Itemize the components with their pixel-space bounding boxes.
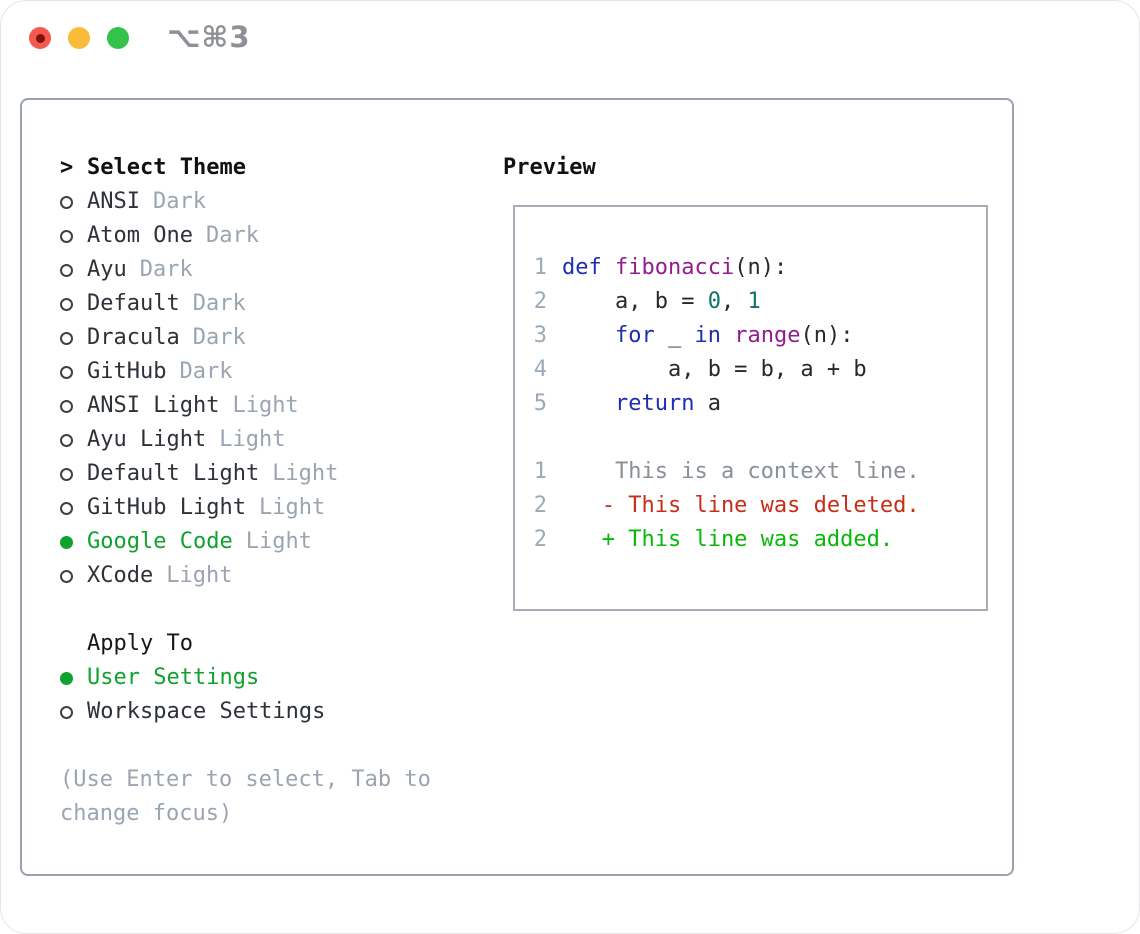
theme-selector-panel: > Select Theme ANSI Dark Atom One Dark A… <box>20 98 1014 876</box>
window-shortcut-label: ⌥⌘3 <box>167 20 251 54</box>
radio-selected-icon <box>60 671 87 685</box>
spacer-row <box>60 593 431 627</box>
spacer-row <box>533 421 986 455</box>
theme-option-xcode-light[interactable]: XCode Light <box>60 559 431 593</box>
radio-icon <box>60 229 87 243</box>
preview-title: Preview <box>503 155 596 180</box>
radio-icon <box>60 467 87 481</box>
radio-icon <box>60 569 87 583</box>
prompt-arrow-icon: > <box>60 155 74 180</box>
help-text-line-2: change focus) <box>60 801 233 826</box>
radio-icon <box>60 365 87 379</box>
code-line: 5 return a <box>533 391 721 416</box>
radio-icon <box>60 195 87 209</box>
radio-icon <box>60 331 87 345</box>
radio-icon <box>60 705 87 719</box>
apply-option-user-settings[interactable]: User Settings <box>60 661 431 695</box>
traffic-lights <box>29 27 129 49</box>
theme-option-ayu-light[interactable]: Ayu Light Light <box>60 423 431 457</box>
radio-icon <box>60 501 87 515</box>
code-line: 4 a, b = b, a + b <box>533 357 867 382</box>
theme-option-default-light[interactable]: Default Light Light <box>60 457 431 491</box>
spacer-row <box>60 729 431 763</box>
select-theme-header: > Select Theme <box>60 151 431 185</box>
theme-option-ayu-dark[interactable]: Ayu Dark <box>60 253 431 287</box>
radio-selected-icon <box>60 535 87 549</box>
diff-added-line: 2 + This line was added. <box>533 527 894 552</box>
apply-to-title: Apply To <box>87 631 193 656</box>
radio-icon <box>60 297 87 311</box>
code-line: 1 def fibonacci(n): <box>533 255 788 280</box>
apply-option-workspace-settings[interactable]: Workspace Settings <box>60 695 431 729</box>
theme-option-dracula-dark[interactable]: Dracula Dark <box>60 321 431 355</box>
theme-list: > Select Theme ANSI Dark Atom One Dark A… <box>60 151 431 831</box>
radio-icon <box>60 433 87 447</box>
theme-option-google-code-light[interactable]: Google Code Light <box>60 525 431 559</box>
theme-option-github-dark[interactable]: GitHub Dark <box>60 355 431 389</box>
apply-to-header: Apply To <box>60 627 431 661</box>
select-theme-title: Select Theme <box>87 155 246 180</box>
radio-icon <box>60 263 87 277</box>
theme-option-default-dark[interactable]: Default Dark <box>60 287 431 321</box>
theme-option-ansi-light[interactable]: ANSI Light Light <box>60 389 431 423</box>
close-dot-icon <box>35 33 45 43</box>
code-line: 3 for _ in range(n): <box>533 323 854 348</box>
diff-context-line: 1 This is a context line. <box>533 459 920 484</box>
close-button-icon[interactable] <box>29 27 51 49</box>
zoom-button-icon[interactable] <box>107 27 129 49</box>
preview-box: 1 def fibonacci(n): 2 a, b = 0, 1 3 for … <box>513 205 988 611</box>
code-line: 2 a, b = 0, 1 <box>533 289 761 314</box>
help-text-line-1: (Use Enter to select, Tab to <box>60 767 431 792</box>
theme-option-atom-one-dark[interactable]: Atom One Dark <box>60 219 431 253</box>
minimize-button-icon[interactable] <box>68 27 90 49</box>
diff-deleted-line: 2 - This line was deleted. <box>533 493 920 518</box>
radio-icon <box>60 399 87 413</box>
theme-option-github-light[interactable]: GitHub Light Light <box>60 491 431 525</box>
theme-option-ansi-dark[interactable]: ANSI Dark <box>60 185 431 219</box>
